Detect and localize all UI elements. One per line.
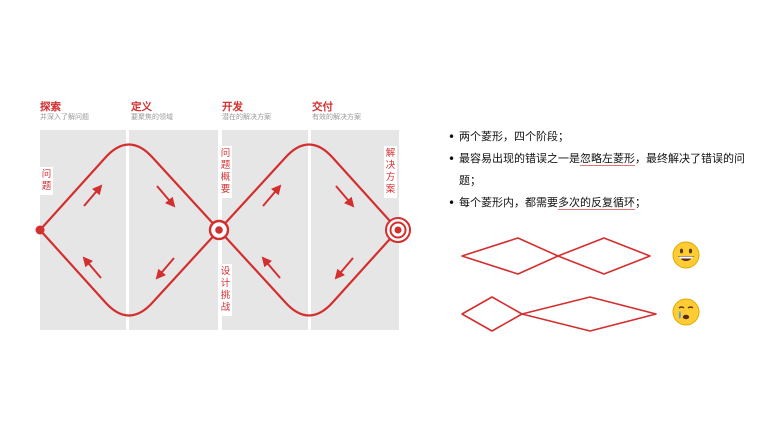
phase-define: 定义 要聚焦的领域 [131,101,173,122]
phase-discover: 探索 并深入了解问题 [40,101,89,122]
bullet-text-pre: 最容易出现的错误之一是 [459,152,580,165]
bullet-highlight: 忽略左菱形 [580,152,635,165]
phase-subtitle: 并深入了解问题 [40,113,89,121]
label-design-challenge: 设计挑战 [219,264,232,316]
panel-discover [40,130,126,330]
label-problem-brief: 问题概要 [219,146,232,198]
bullet-item: 两个菱形，四个阶段； [448,126,748,148]
phase-title: 探索 [40,101,61,113]
mini-double-diamond-equal [461,237,651,275]
arrow-up-left-left [82,256,102,279]
middle-target-icon [208,219,230,241]
arrow-down-right-right [335,185,355,208]
crying-face-icon [672,298,700,330]
bullet-text-pre: 每个菱形内，都需要 [459,196,558,209]
arrow-up-right-left [83,184,103,207]
phase-title: 开发 [222,101,243,113]
arrow-up-left-right [261,256,281,279]
key-points-list: 两个菱形，四个阶段； 最容易出现的错误之一是忽略左菱形，最终解决了错误的问题； … [448,126,748,214]
start-dot [35,225,45,235]
end-target-icon [385,217,411,243]
phase-title: 交付 [312,101,333,113]
label-problem: 问题 [40,167,53,195]
label-solution: 解决方案 [384,146,397,198]
phase-title: 定义 [131,101,152,113]
grinning-face-icon [672,241,700,273]
panel-develop [222,130,308,330]
arrow-down-right-left [156,185,176,208]
bullet-item: 每个菱形内，都需要多次的反复循环； [448,192,748,214]
mini-double-diamond-skipped [461,296,657,332]
phase-subtitle: 有效的解决方案 [312,113,361,121]
arrow-down-left-left [155,257,175,280]
phase-deliver: 交付 有效的解决方案 [312,101,361,122]
arrow-down-left-right [334,257,354,280]
phase-subtitle: 潜在的解决方案 [222,113,271,121]
bullet-item: 最容易出现的错误之一是忽略左菱形，最终解决了错误的问题； [448,148,748,192]
arrow-up-right-right [262,184,282,207]
phase-subtitle: 要聚焦的领域 [131,113,173,121]
bullet-text-post: ； [635,196,646,209]
bullet-highlight: 多次的反复循环 [558,196,635,209]
bullet-text-post: ，最终解决了错误的问题； [459,152,745,187]
phase-develop: 开发 潜在的解决方案 [222,101,271,122]
panel-define [129,130,218,330]
bullet-text: 两个菱形，四个阶段； [459,130,569,143]
